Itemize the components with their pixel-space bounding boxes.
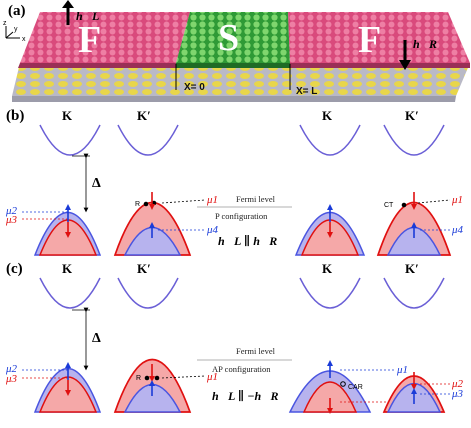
hL-label: h⃗L [76, 9, 99, 23]
R-label-c: R [136, 375, 141, 382]
hR-label: h⃗R [413, 37, 437, 51]
spin-up-icon [65, 204, 71, 222]
spin-down-icon [327, 222, 333, 238]
spin-down-icon [65, 380, 71, 396]
axes-icon [5, 26, 20, 39]
fermi-label-b: Fermi level [236, 194, 276, 204]
spin-up-icon [149, 222, 155, 238]
spin-up-icon [411, 222, 417, 238]
valley-Kp-b1: K′ [137, 108, 151, 123]
left-ferromagnet [20, 12, 190, 63]
mu3-label-c: μ3 [5, 373, 18, 385]
conduction-band-K-b2 [299, 124, 361, 156]
conduction-band-K-c2 [299, 277, 361, 309]
right-ferromagnet-edge [290, 63, 470, 68]
mu1-label-c: μ1 [206, 371, 218, 383]
mu3-label-c2: μ3 [451, 388, 464, 400]
right-region-label: F [358, 19, 381, 61]
substrate-layer [12, 63, 470, 96]
conduction-band-K-c1 [39, 277, 101, 309]
superconductor [176, 12, 290, 63]
CAR-label-c: CAR [348, 384, 363, 391]
mu1-label-c2: μ1 [396, 364, 408, 376]
R-point2-c [154, 375, 160, 381]
fermi-label-c: Fermi level [236, 346, 276, 356]
valley-K-c2: K [322, 261, 333, 276]
mu2-label-b: μ2 [5, 205, 18, 217]
CT-label-b: CT [384, 202, 394, 209]
CAR-point-c [340, 381, 346, 387]
valley-K-c1: K [62, 261, 73, 276]
panel-c-label: (c) [6, 261, 23, 277]
valence-blue-Kp-c1 [123, 383, 182, 413]
mu2-label-c: μ2 [5, 363, 18, 375]
valence-blue-Kp-b2 [386, 226, 442, 256]
spin-up-icon [149, 380, 155, 396]
left-ferromagnet-edge [18, 63, 176, 68]
conduction-band-Kp-c1 [117, 277, 179, 309]
panel-b-label: (b) [6, 108, 24, 124]
mu3-label-b: μ3 [5, 214, 18, 226]
delta-label-c: Δ [92, 331, 101, 346]
middle-region-label: S [218, 17, 239, 59]
CT-point-b [401, 202, 407, 208]
hL-arrow-icon [62, 0, 74, 25]
spin-up-icon [327, 360, 333, 378]
axis-x-label: x [22, 36, 26, 43]
left-region-label: F [78, 19, 101, 61]
valley-Kp-c1: K′ [137, 261, 151, 276]
conduction-band-Kp-c2 [383, 277, 445, 309]
right-ferromagnet [288, 12, 470, 63]
superconductor-edge [176, 63, 290, 68]
axis-z-label: z [3, 20, 7, 27]
mu1-label-b: μ1 [206, 194, 218, 206]
R-point-c [144, 375, 150, 381]
spin-up-icon [411, 388, 417, 404]
relation-c: h⃗L ∥ −h⃗R [212, 389, 279, 403]
spin-down-icon [149, 192, 155, 210]
spin-down-icon [411, 372, 417, 390]
panel-a-label: (a) [8, 3, 26, 19]
mu4-label-b2: μ4 [451, 224, 464, 236]
relation-b: h⃗L ∥ h⃗R [218, 234, 277, 248]
spin-down-icon [411, 192, 417, 210]
conduction-band-Kp-b2 [383, 124, 445, 156]
conduction-band-K-b1 [39, 124, 101, 156]
spin-up-icon [327, 204, 333, 222]
mu1-line-c [161, 375, 206, 379]
valley-Kp-b2: K′ [405, 108, 419, 123]
mu2-label-c2: μ2 [451, 378, 464, 390]
mu1-line-b2 [417, 199, 451, 204]
R-point-b [143, 201, 149, 207]
valley-K-b2: K [322, 108, 333, 123]
config-label-c: AP configuration [212, 364, 271, 374]
substrate-shadow [12, 96, 456, 102]
x0-label: X= 0 [184, 82, 205, 93]
R-label-b: R [135, 201, 140, 208]
mu4-label-b: μ4 [206, 224, 219, 236]
axis-y-label: y [14, 26, 18, 33]
hR-arrow-icon [399, 40, 411, 70]
valley-K-b1: K [62, 108, 73, 123]
xL-label: X= L [296, 86, 317, 97]
mu1-line-b [161, 199, 206, 204]
spin-up-icon [65, 362, 71, 380]
conduction-band-Kp-b1 [117, 124, 179, 156]
mu1-label-b2: μ1 [451, 194, 463, 206]
delta-label-b: Δ [92, 176, 101, 191]
config-label-b: P configuration [215, 211, 268, 221]
spin-down-icon [149, 364, 155, 382]
spin-down-icon [65, 222, 71, 238]
spin-down-icon [327, 398, 333, 414]
valence-red-K-c2 [302, 381, 358, 413]
valley-Kp-c2: K′ [405, 261, 419, 276]
